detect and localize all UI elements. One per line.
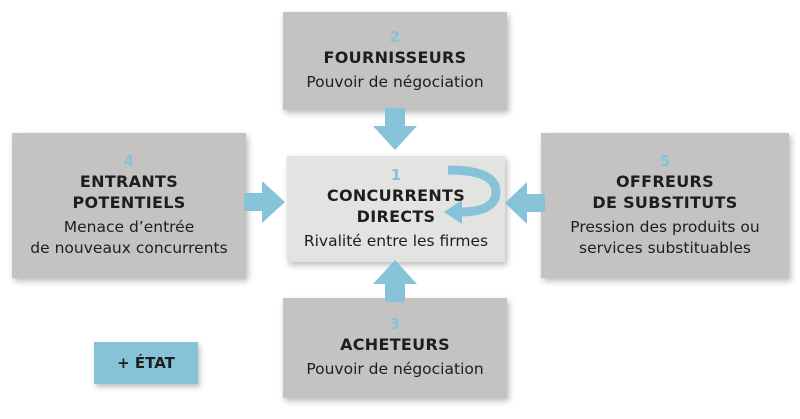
substitutes-title-1: OFFREURS	[616, 171, 714, 191]
suppliers-desc: Pouvoir de négociation	[306, 73, 484, 91]
substitutes-box: 5 OFFREURS DE SUBSTITUTS Pression des pr…	[541, 133, 789, 278]
new-entrants-title-1: ENTRANTS	[79, 171, 179, 191]
arrow-right-from-entrants	[244, 181, 285, 223]
new-entrants-number: 4	[123, 151, 135, 170]
suppliers-title: FOURNISSEURS	[323, 48, 467, 67]
buyers-title: ACHETEURS	[340, 335, 450, 354]
substitutes-desc-1: Pression des produits ou	[570, 217, 760, 236]
direct-competitors-title-1: CONCURRENTS	[326, 185, 466, 205]
arrow-left-from-substitutes	[505, 182, 545, 224]
direct-competitors-number: 1	[390, 165, 402, 184]
suppliers-box: 2 FOURNISSEURS Pouvoir de négociation	[283, 12, 507, 110]
new-entrants-desc-2: de nouveaux concurrents	[30, 238, 228, 257]
new-entrants-title-2: POTENTIELS	[72, 192, 186, 212]
new-entrants-box: 4 ENTRANTS POTENTIELS Menace d’entrée de…	[12, 133, 246, 278]
arrow-down-from-suppliers	[373, 108, 417, 150]
buyers-desc: Pouvoir de négociation	[306, 360, 484, 378]
direct-competitors-desc: Rivalité entre les firmes	[303, 231, 489, 250]
rivalry-cycle-arrow	[444, 165, 501, 224]
state-badge: + ÉTAT	[94, 342, 198, 384]
buyers-number: 3	[389, 315, 401, 333]
direct-competitors-title-2: DIRECTS	[356, 206, 436, 226]
suppliers-number: 2	[389, 28, 401, 46]
new-entrants-desc-1: Menace d’entrée	[63, 217, 195, 236]
substitutes-title-2: DE SUBSTITUTS	[592, 192, 738, 212]
substitutes-desc-2: services substituables	[579, 238, 751, 257]
substitutes-number: 5	[659, 151, 671, 170]
arrow-up-from-buyers	[373, 260, 417, 302]
buyers-box: 3 ACHETEURS Pouvoir de négociation	[283, 298, 507, 398]
